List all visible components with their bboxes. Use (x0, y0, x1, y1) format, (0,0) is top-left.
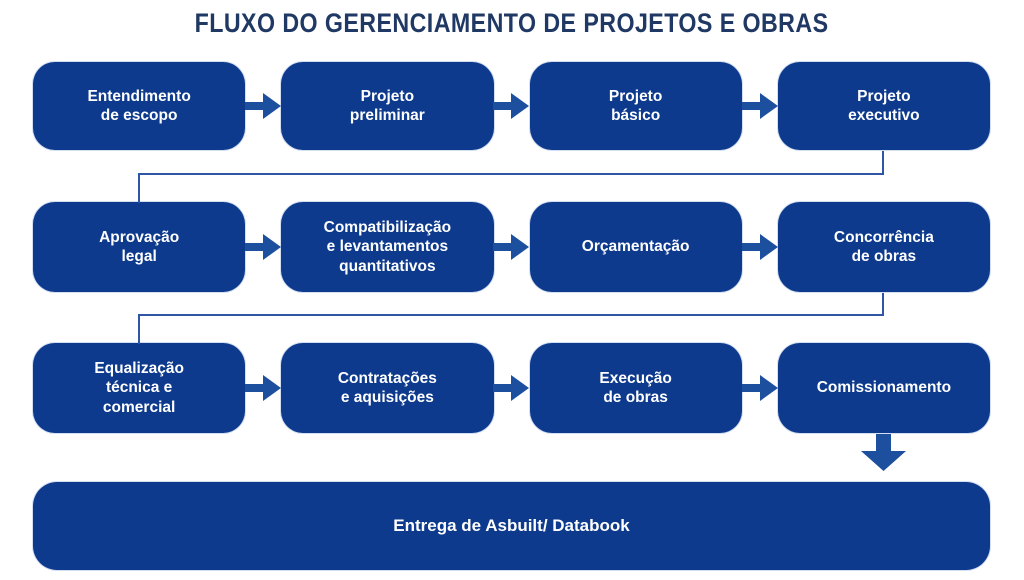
flow-row-1: Entendimento de escopo Projeto prelimina… (33, 62, 990, 150)
step-comissionamento: Comissionamento (777, 343, 990, 433)
arrow-right-icon (493, 91, 529, 121)
step-projeto-executivo: Projeto executivo (777, 62, 990, 150)
flow-row-2: Aprovação legal Compatibilização e levan… (33, 202, 990, 292)
step-orcamentacao: Orçamentação (529, 202, 742, 292)
step-entrega-asbuilt-databook: Entrega de Asbuilt/ Databook (33, 482, 990, 570)
page-title-text: FLUXO DO GERENCIAMENTO DE PROJETOS E OBR… (195, 8, 829, 38)
step-concorrencia-de-obras: Concorrência de obras (777, 202, 990, 292)
step-compatibilizacao-levantamentos: Compatibilização e levantamentos quantit… (281, 202, 494, 292)
arrow-right-icon (742, 91, 778, 121)
flow-row-3: Equalização técnica e comercial Contrata… (33, 343, 990, 433)
arrow-right-icon (245, 91, 281, 121)
arrow-right-icon (493, 232, 529, 262)
arrow-right-icon (245, 232, 281, 262)
step-aprovacao-legal: Aprovação legal (33, 202, 246, 292)
step-execucao-de-obras: Execução de obras (529, 343, 742, 433)
step-contratacoes-aquisicoes: Contratações e aquisições (281, 343, 494, 433)
step-equalizacao-tecnica-comercial: Equalização técnica e comercial (33, 343, 246, 433)
arrow-right-icon (245, 373, 281, 403)
arrow-down-icon (861, 434, 906, 471)
step-projeto-preliminar: Projeto preliminar (281, 62, 494, 150)
connector-line-row2-row3 (138, 293, 884, 344)
step-projeto-basico: Projeto básico (529, 62, 742, 150)
step-entendimento-de-escopo: Entendimento de escopo (33, 62, 246, 150)
arrow-right-icon (742, 373, 778, 403)
arrow-right-icon (742, 232, 778, 262)
page-title: FLUXO DO GERENCIAMENTO DE PROJETOS E OBR… (0, 8, 1024, 39)
connector-line-row1-row2 (138, 151, 884, 203)
arrow-right-icon (493, 373, 529, 403)
